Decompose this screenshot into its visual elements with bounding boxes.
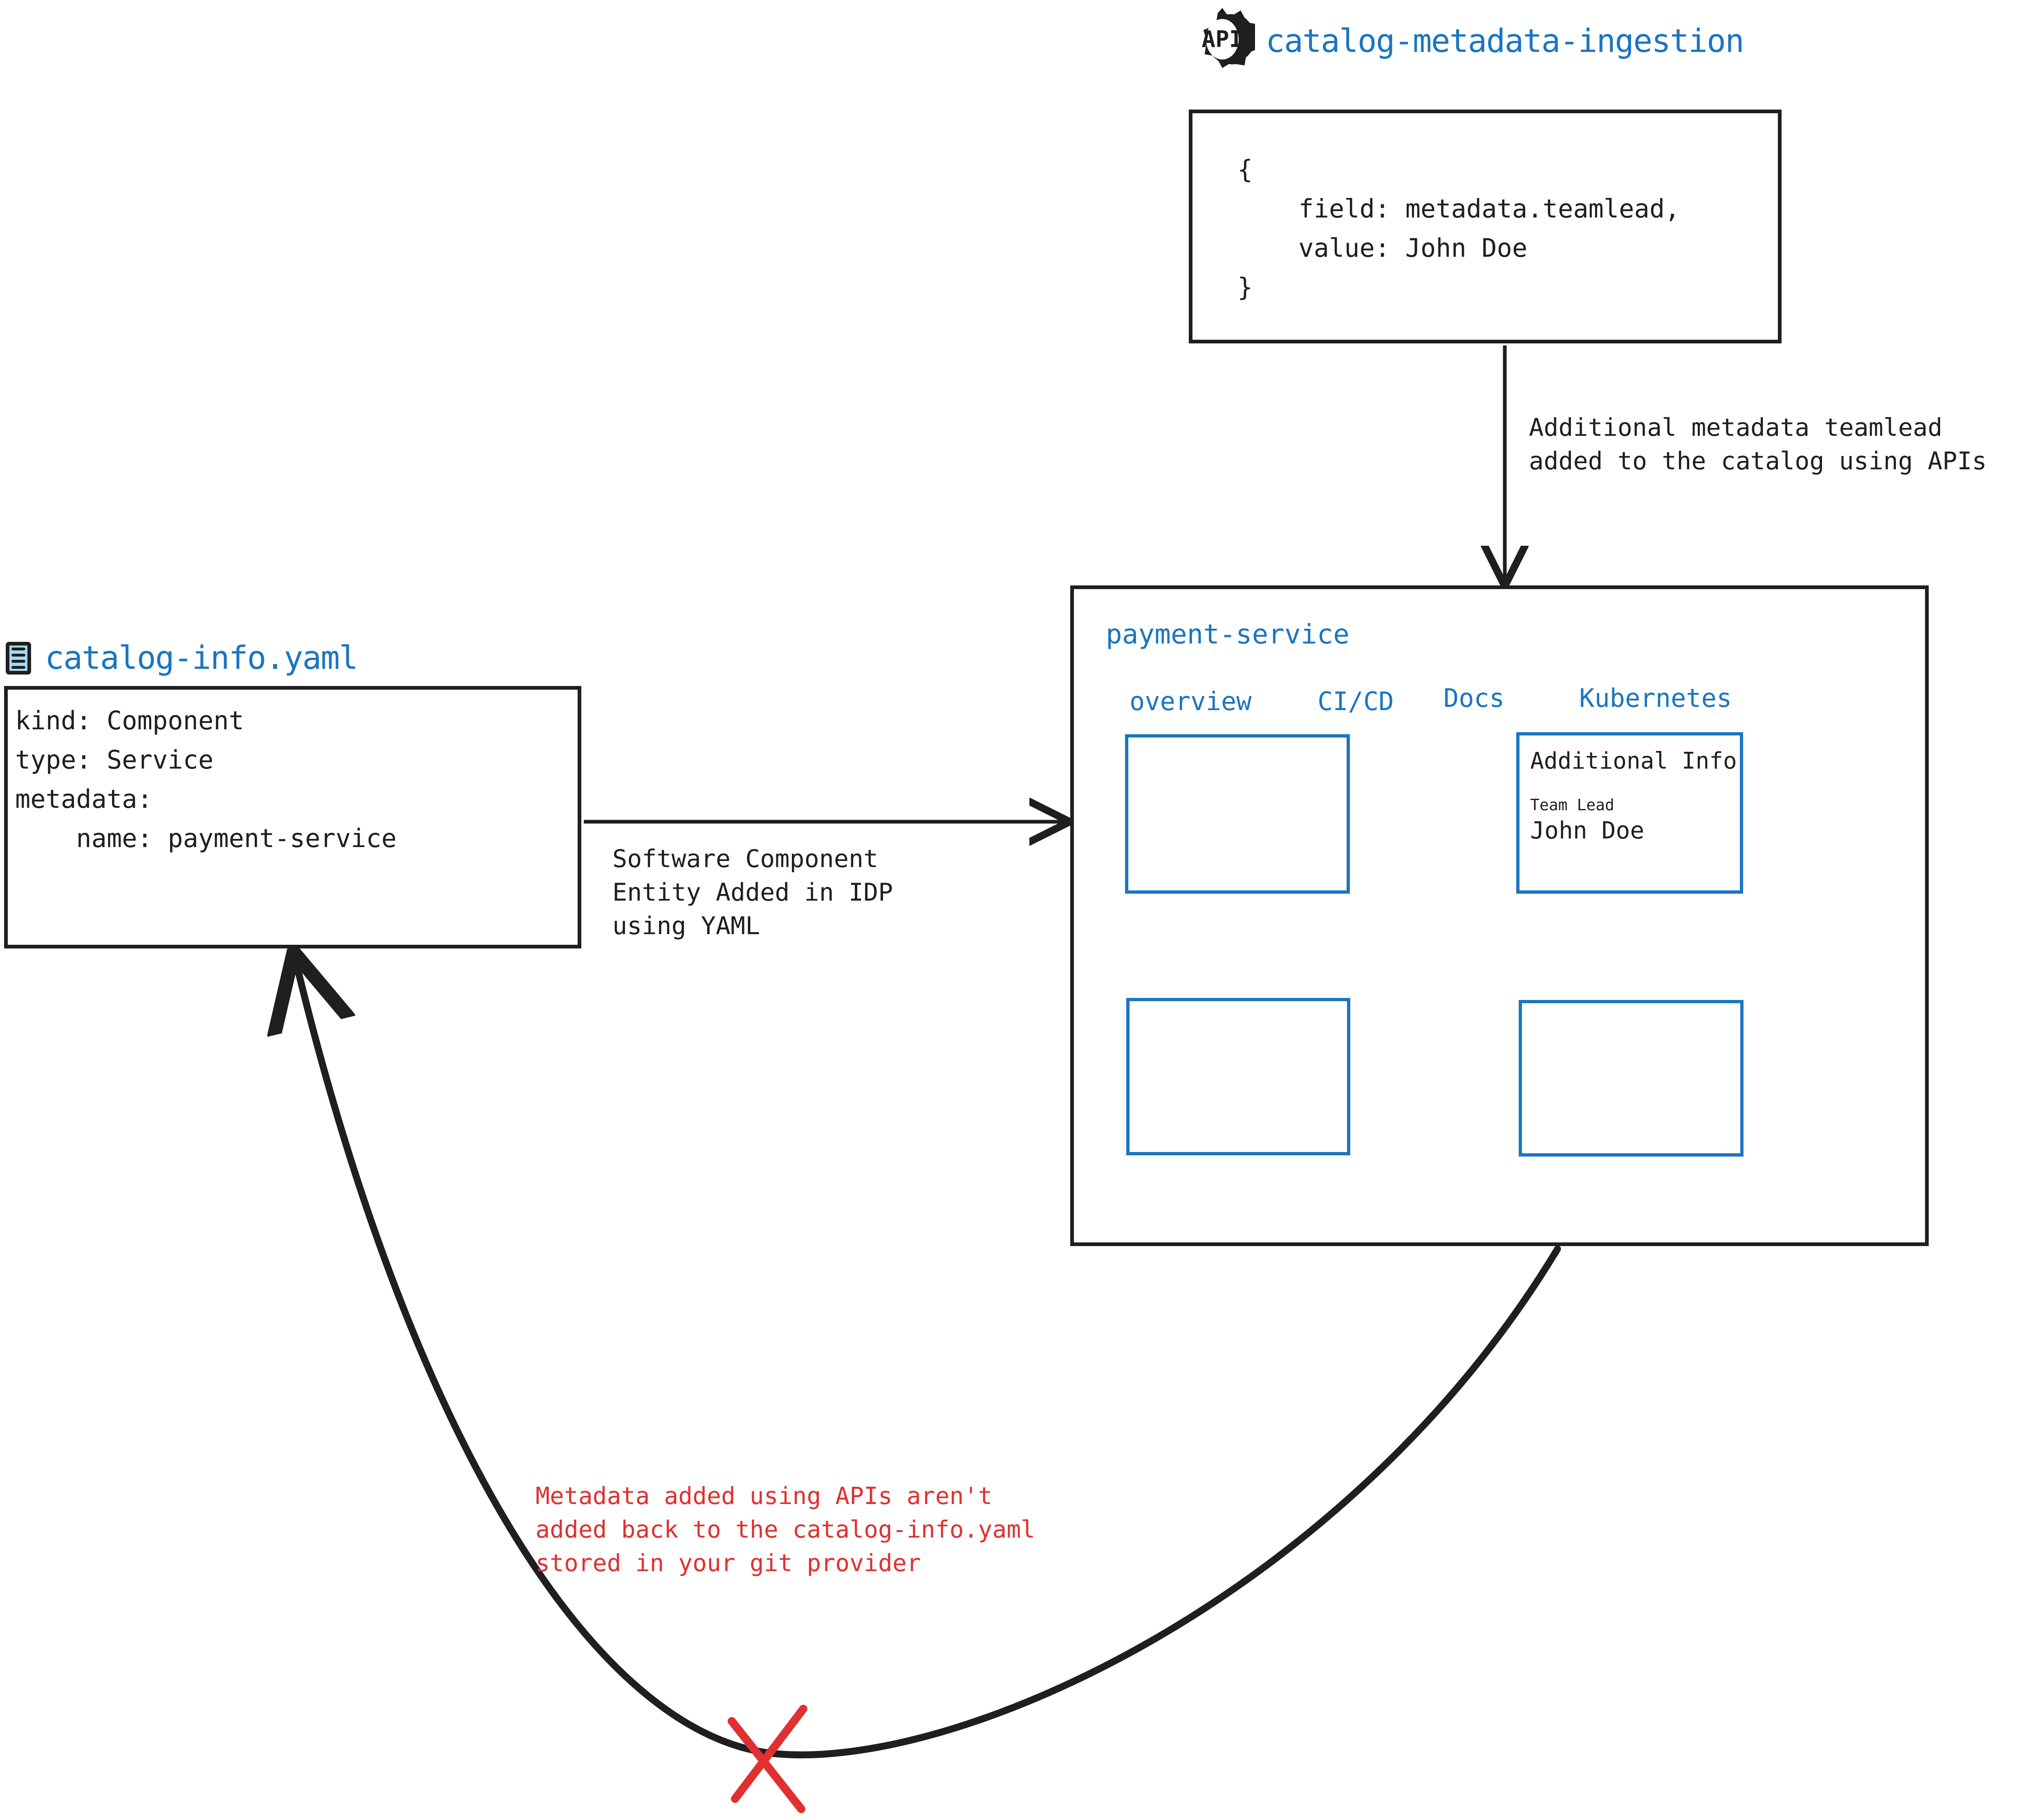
lower-left-card[interactable] xyxy=(1126,998,1350,1155)
yaml-content-text: kind: Component type: Service metadata: … xyxy=(15,706,397,853)
edge-label-yaml-to-panel: Software Component Entity Added in IDP u… xyxy=(612,845,893,940)
tab-kubernetes[interactable]: Kubernetes xyxy=(1579,683,1732,713)
tab-cicd[interactable]: CI/CD xyxy=(1318,686,1394,716)
red-x-cross-icon xyxy=(728,1705,807,1813)
payment-service-panel: payment-service overview CI/CD Docs Kube… xyxy=(1070,585,1929,1246)
blocked-sync-warning: Metadata added using APIs aren't added b… xyxy=(536,1482,1035,1577)
team-lead-label: Team Lead xyxy=(1530,796,1614,814)
yaml-node-title: catalog-info.yaml xyxy=(45,640,358,677)
api-payload-box: { field: metadata.teamlead, value: John … xyxy=(1189,110,1782,343)
additional-info-heading: Additional Info xyxy=(1530,748,1737,774)
team-lead-value: John Doe xyxy=(1530,816,1645,844)
yaml-content-box: kind: Component type: Service metadata: … xyxy=(4,686,581,948)
api-icon-label: API xyxy=(1201,26,1243,53)
yaml-file-icon xyxy=(6,642,31,675)
tab-docs[interactable]: Docs xyxy=(1443,683,1505,713)
tab-overview[interactable]: overview xyxy=(1130,686,1252,716)
panel-tabs: overview CI/CD Docs Kubernetes xyxy=(1113,683,1898,723)
edge-label-api-to-panel: Additional metadata teamlead added to th… xyxy=(1529,413,1987,475)
api-node: API catalog-metadata-ingestion xyxy=(1181,2,1786,76)
additional-info-card[interactable]: Additional Info Team Lead John Doe xyxy=(1516,732,1743,894)
api-gear-icon: API xyxy=(1190,6,1255,72)
api-node-title: catalog-metadata-ingestion xyxy=(1266,23,1744,60)
lower-right-card[interactable] xyxy=(1519,1000,1744,1157)
api-payload-text: { field: metadata.teamlead, value: John … xyxy=(1237,155,1680,302)
overview-card[interactable] xyxy=(1125,734,1350,894)
yaml-node-header: catalog-info.yaml xyxy=(6,640,586,677)
panel-title: payment-service xyxy=(1106,619,1350,650)
